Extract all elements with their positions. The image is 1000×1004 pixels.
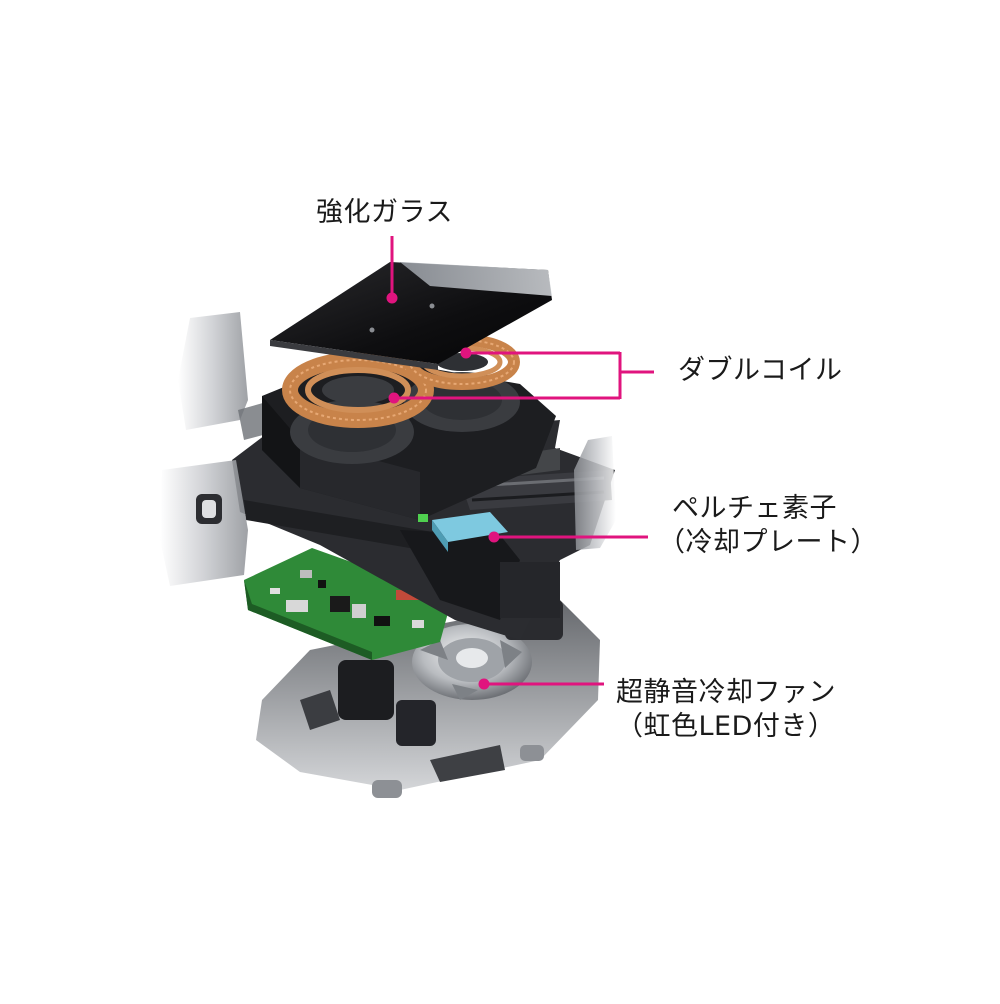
callout-peltier	[488, 531, 648, 543]
label-tempered-glass-text: 強化ガラス	[316, 197, 453, 228]
right-clamp-arm	[574, 436, 616, 550]
label-peltier-element: ペルチェ素子 （冷却プレート）	[658, 492, 878, 560]
callout-fan	[478, 678, 604, 690]
label-fan-line2: （虹色LED付き）	[616, 711, 836, 742]
label-peltier-line2: （冷却プレート）	[658, 527, 878, 558]
label-double-coil: ダブルコイル	[678, 354, 842, 388]
label-peltier-line1: ペルチェ素子	[672, 493, 837, 524]
label-double-coil-text: ダブルコイル	[678, 355, 843, 386]
label-tempered-glass: 強化ガラス	[316, 196, 453, 230]
peltier-element	[418, 512, 508, 552]
label-cooling-fan: 超静音冷却ファン （虹色LED付き）	[616, 676, 836, 744]
copper-coil-left	[282, 352, 434, 428]
label-fan-line1: 超静音冷却ファン	[616, 677, 836, 708]
callout-glass	[386, 236, 398, 304]
tempered-glass-panel	[270, 262, 552, 370]
callout-coil	[388, 347, 654, 404]
